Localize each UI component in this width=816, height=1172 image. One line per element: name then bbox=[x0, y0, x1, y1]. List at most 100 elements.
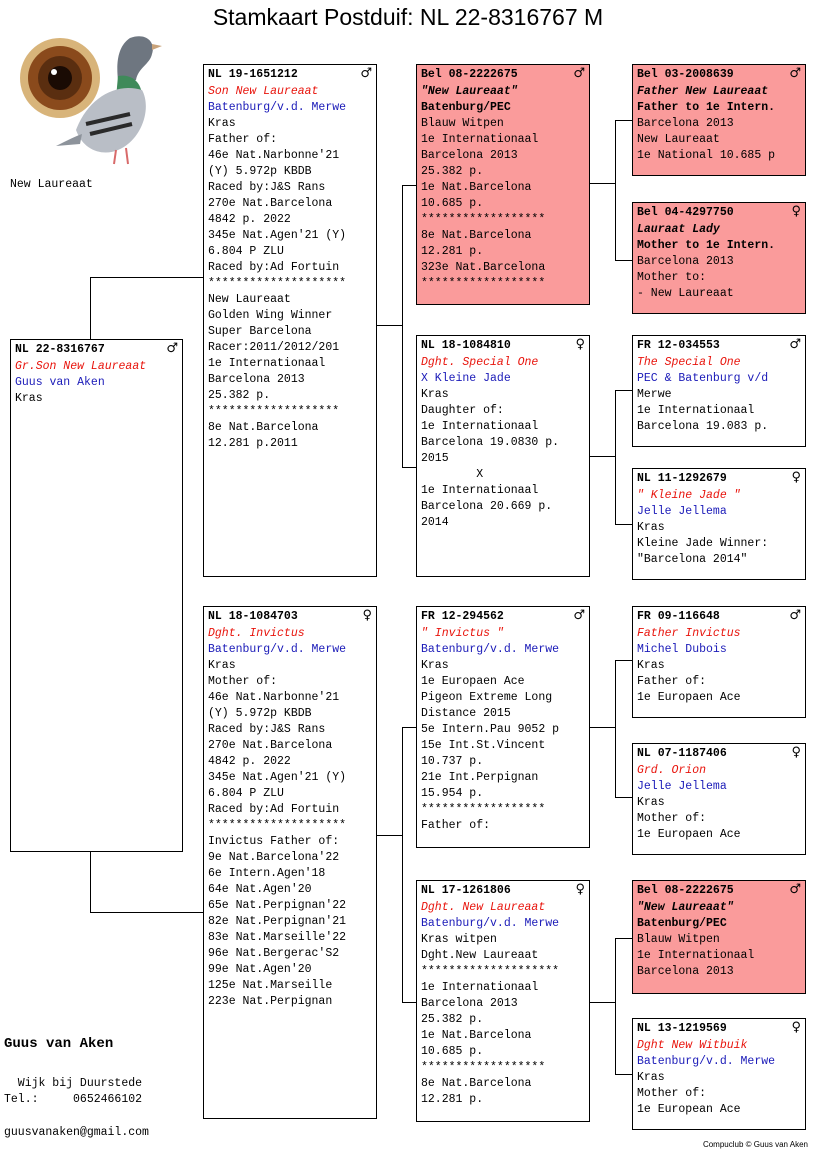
card-line: 21e Int.Perpignan bbox=[421, 771, 539, 784]
card-line: Barcelona 2013 bbox=[421, 149, 518, 162]
pigeon-name: " Kleine Jade " bbox=[637, 489, 741, 502]
card-line: 1e Internationaal bbox=[421, 484, 539, 497]
connector bbox=[615, 1074, 632, 1075]
breeder: Batenburg/v.d. Merwe bbox=[637, 1055, 776, 1068]
breeder: Batenburg/v.d. Merwe bbox=[208, 101, 347, 114]
card-line: 46e Nat.Narbonne'21 bbox=[208, 691, 340, 704]
female-icon: ♀ bbox=[575, 882, 585, 897]
card-line: Kras witpen bbox=[421, 933, 497, 946]
connector bbox=[615, 390, 632, 391]
male-icon: ♂ bbox=[789, 337, 801, 352]
male-icon: ♂ bbox=[573, 66, 585, 81]
card-line: Raced by:Ad Fortuin bbox=[208, 803, 340, 816]
connector bbox=[402, 185, 403, 467]
male-icon: ♂ bbox=[789, 66, 801, 81]
card-line: 1e Internationaal bbox=[421, 420, 539, 433]
card-line: 1e European Ace bbox=[637, 1103, 741, 1116]
card-line: 99e Nat.Agen'20 bbox=[208, 963, 312, 976]
pigeon-name: Dght. New Laureaat bbox=[421, 901, 546, 914]
ring-number: NL 18-1084703 bbox=[208, 610, 298, 623]
male-icon: ♂ bbox=[789, 608, 801, 623]
card-line: 65e Nat.Perpignan'22 bbox=[208, 899, 347, 912]
card-line: 25.382 p. bbox=[421, 1013, 484, 1026]
breeder: Jelle Jellema bbox=[637, 780, 727, 793]
card-line: Barcelona 20.669 p. bbox=[421, 500, 553, 513]
pedigree-card-ffm: Bel 04-4297750♀ Lauraat Lady Mother to 1… bbox=[632, 202, 806, 314]
female-icon: ♀ bbox=[791, 745, 801, 760]
card-line: 12.281 p. bbox=[421, 245, 484, 258]
card-line: ******************** bbox=[208, 277, 347, 290]
connector bbox=[402, 727, 417, 728]
card-line: Mother to: bbox=[637, 271, 707, 284]
card-line: Barcelona 2013 bbox=[421, 997, 518, 1010]
card-line: Kras bbox=[421, 388, 449, 401]
ring-number: NL 11-1292679 bbox=[637, 472, 727, 485]
connector bbox=[615, 797, 632, 798]
card-line: 96e Nat.Bergerac'S2 bbox=[208, 947, 340, 960]
ring-number: NL 19-1651212 bbox=[208, 68, 298, 81]
pedigree-card-fmf: FR 12-034553♂ The Special One PEC & Bate… bbox=[632, 335, 806, 447]
card-line: Raced by:J&S Rans bbox=[208, 723, 326, 736]
pigeon-name: " Invictus " bbox=[421, 627, 504, 640]
card-line: Pigeon Extreme Long bbox=[421, 691, 553, 704]
card-line: 1e National 10.685 p bbox=[637, 149, 776, 162]
card-line: Mother of: bbox=[208, 675, 278, 688]
pigeon-photo bbox=[20, 36, 162, 165]
card-line: 12.281 p. bbox=[421, 1093, 484, 1106]
card-line: 10.737 p. bbox=[421, 755, 484, 768]
ring-number: Bel 03-2008639 bbox=[637, 68, 734, 81]
ring-number: Bel 04-4297750 bbox=[637, 206, 734, 219]
pedigree-card-mother: NL 18-1084703♀ Dght. Invictus Batenburg/… bbox=[203, 606, 377, 1119]
breeder: Jelle Jellema bbox=[637, 505, 727, 518]
card-line: 6.804 P ZLU bbox=[208, 787, 284, 800]
card-line: Barcelona 19.0830 p. bbox=[421, 436, 560, 449]
pedigree-card-subject: NL 22-8316767♂ Gr.Son New Laureaat Guus … bbox=[10, 339, 183, 852]
card-line: 1e Europaen Ace bbox=[637, 828, 741, 841]
card-line: 1e Nat.Barcelona bbox=[421, 181, 532, 194]
breeder: Batenburg/PEC bbox=[637, 917, 727, 930]
pigeon-name: Gr.Son New Laureaat bbox=[15, 360, 147, 373]
card-line: 223e Nat.Perpignan bbox=[208, 995, 333, 1008]
connector bbox=[376, 835, 402, 836]
connector bbox=[615, 120, 616, 260]
card-line: Mother of: bbox=[637, 812, 707, 825]
card-line: 1e Nat.Barcelona bbox=[421, 1029, 532, 1042]
female-icon: ♀ bbox=[362, 608, 372, 623]
card-line: (Y) 5.972p KBDB bbox=[208, 707, 312, 720]
card-line: 5e Intern.Pau 9052 p bbox=[421, 723, 560, 736]
card-line: ****************** bbox=[421, 277, 546, 290]
card-line: Daughter of: bbox=[421, 404, 504, 417]
card-line: 6.804 P ZLU bbox=[208, 245, 284, 258]
card-line: Racer:2011/2012/201 bbox=[208, 341, 340, 354]
card-line: 1e Internationaal bbox=[637, 404, 755, 417]
card-line: 83e Nat.Marseille'22 bbox=[208, 931, 347, 944]
card-line: 8e Nat.Barcelona bbox=[208, 421, 319, 434]
connector bbox=[589, 1002, 615, 1003]
pigeon-name: Father New Laureaat bbox=[637, 85, 769, 98]
pedigree-card-mmf: Bel 08-2222675♂ "New Laureaat" Batenburg… bbox=[632, 880, 806, 994]
card-line: Kras bbox=[637, 1071, 665, 1084]
owner-name: Guus van Aken bbox=[4, 1036, 114, 1052]
card-line: (Y) 5.972p KBDB bbox=[208, 165, 312, 178]
breeder: Batenburg/v.d. Merwe bbox=[208, 643, 347, 656]
card-line: 1e Europaen Ace bbox=[637, 691, 741, 704]
breeder: Batenburg/v.d. Merwe bbox=[421, 917, 560, 930]
pigeon-name: Lauraat Lady bbox=[637, 223, 720, 236]
female-icon: ♀ bbox=[575, 337, 585, 352]
pedigree-card-fff: Bel 03-2008639♂ Father New Laureaat Fath… bbox=[632, 64, 806, 176]
ring-number: NL 13-1219569 bbox=[637, 1022, 727, 1035]
card-line: ******************** bbox=[208, 819, 347, 832]
pigeon-name: Grd. Orion bbox=[637, 764, 707, 777]
card-line: Blauw Witpen bbox=[637, 933, 720, 946]
pigeon-name: "New Laureaat" bbox=[421, 85, 518, 98]
card-line: ******************** bbox=[421, 965, 560, 978]
card-line: Super Barcelona bbox=[208, 325, 312, 338]
connector bbox=[589, 183, 615, 184]
card-line: Invictus Father of: bbox=[208, 835, 340, 848]
card-line: - New Laureaat bbox=[637, 287, 734, 300]
card-line: 2014 bbox=[421, 516, 449, 529]
connector bbox=[615, 390, 616, 524]
male-icon: ♂ bbox=[573, 608, 585, 623]
ring-number: Bel 08-2222675 bbox=[421, 68, 518, 81]
owner-place: Wijk bij Duurstede bbox=[4, 1077, 143, 1090]
